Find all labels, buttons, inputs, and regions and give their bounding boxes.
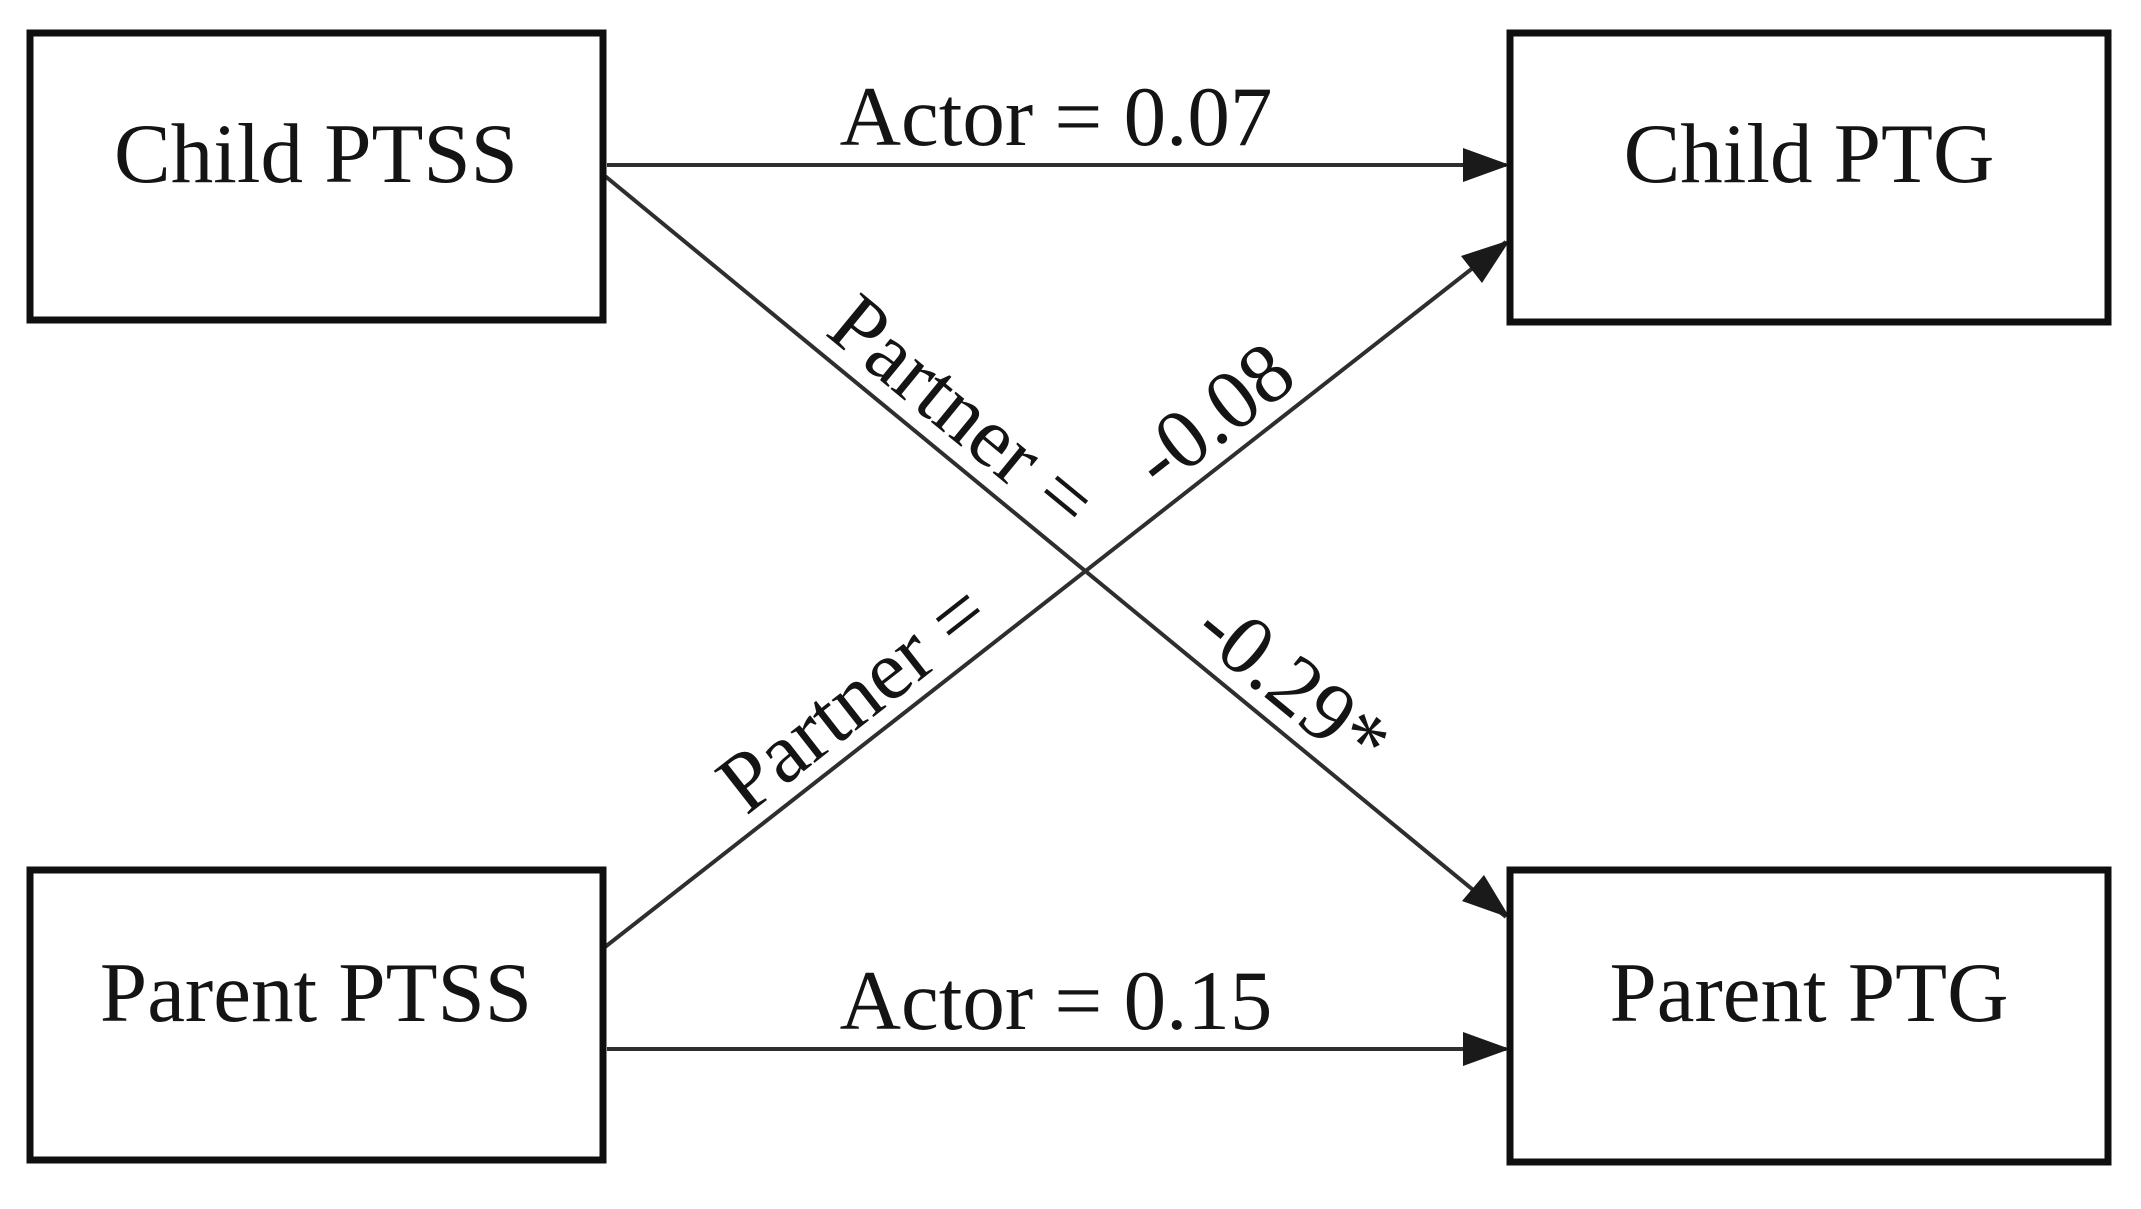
edge-child-to-parent-partner-label-value: -0.29*	[1178, 578, 1407, 790]
edge-parent-to-child-partner-label-value: -0.08	[1114, 324, 1311, 507]
node-child-ptg-label: Child PTG	[1624, 107, 1995, 201]
node-parent-ptg-box	[1506, 866, 2112, 1166]
edge-child-to-parent-partner-label-value-group: -0.29*	[1178, 578, 1407, 790]
node-child-ptss-box	[26, 29, 607, 324]
edge-child-to-parent-partner-label-prefix: Partner =	[812, 276, 1115, 548]
arrowhead-parent-to-child-partner-icon	[1461, 240, 1510, 283]
node-child-ptss-label: Child PTSS	[114, 107, 518, 201]
edge-parent-to-child-partner-label-prefix: Partner =	[700, 563, 1006, 831]
edge-child-to-parent-partner-line	[603, 174, 1508, 919]
edge-child-actor-label: Actor = 0.07	[840, 70, 1273, 164]
node-parent-ptss-label: Parent PTSS	[100, 946, 532, 1040]
arrowhead-child-to-parent-partner-icon	[1462, 875, 1510, 918]
edge-child-to-parent-partner-label-prefix-group: Partner =	[812, 276, 1115, 548]
edge-parent-actor-label: Actor = 0.15	[840, 954, 1273, 1048]
node-parent-ptg-label: Parent PTG	[1610, 946, 2009, 1040]
node-child-ptg-box	[1506, 29, 2112, 326]
edge-parent-to-child-partner-label-value-group: -0.08	[1114, 324, 1311, 507]
arrowhead-child-actor-icon	[1463, 148, 1510, 182]
arrowhead-parent-actor-icon	[1463, 1032, 1510, 1066]
edge-parent-to-child-partner-line	[603, 240, 1508, 949]
edge-parent-to-child-partner-label-prefix-group: Partner =	[700, 563, 1006, 831]
node-parent-ptss-box	[26, 866, 607, 1164]
